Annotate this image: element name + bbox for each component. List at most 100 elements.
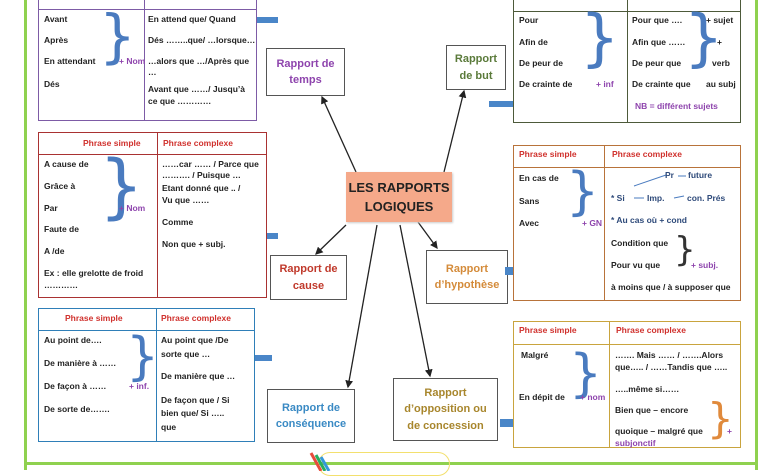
hypothese-simple-2: Avec: [519, 218, 540, 228]
center-title-line1: LES RAPPORTS: [348, 179, 450, 195]
page-frame-bottom: [24, 462, 758, 465]
node-temps-line1: Rapport de: [276, 57, 335, 70]
hypothese-complexe-6: Condition que: [611, 238, 669, 248]
but-note: NB = différent sujets: [635, 101, 718, 111]
consequence-complexe-0: Au point que /De: [161, 335, 229, 345]
hypothese-complexe-0: Pr: [665, 170, 674, 180]
temps-complexe-2: …alors que …/Après que: [148, 56, 250, 66]
cause-header-simple: Phrase simple: [83, 138, 141, 148]
cause-simple-6: …………: [44, 280, 78, 290]
node-temps-line2: temps: [289, 74, 322, 86]
page-frame-left: [24, 0, 27, 470]
node-but-line1: Rapport: [454, 53, 498, 65]
opposition-complexe-0: ……. Mais …… / …….Alors: [615, 350, 724, 360]
hypothese-simple-0: En cas de: [519, 173, 559, 183]
consequence-complexe-2: De manière que …: [161, 371, 236, 381]
but-complexe-3: De crainte que: [632, 79, 691, 89]
node-opposition-line3: de concession: [407, 419, 484, 432]
cause-simple-3: Faute de: [44, 224, 79, 234]
opposition-complexe-6: subjonctif: [615, 438, 656, 448]
hypothese-header-simple: Phrase simple: [519, 149, 577, 159]
brace-icon: }: [580, 1, 620, 74]
consequence-simple-0: Au point de….: [44, 335, 102, 345]
hypothese-complexe-2: * Si: [611, 193, 625, 203]
temps-simple-1: Après: [44, 35, 69, 45]
hypothese-complexe-3: Imp.: [647, 193, 665, 203]
temps-simple-2: En attendant: [44, 56, 96, 66]
but-simple-3: De crainte de: [519, 79, 573, 89]
cause-simple-1: Grâce à: [44, 181, 76, 191]
consequence-complexe-3: De façon que / Si: [161, 395, 230, 405]
but-simple-2: De peur de: [519, 58, 563, 68]
brace-icon: }: [566, 162, 600, 222]
hypothese-complexe-7: Pour vu que: [611, 260, 661, 270]
node-consequence-line2: conséquence: [275, 418, 347, 430]
brace-icon: }: [126, 327, 160, 387]
cause-simple-5: Ex : elle grelotte de froid: [44, 268, 144, 278]
cause-complexe-0: ……car …… / Parce que: [162, 159, 259, 169]
temps-simple-suffix: + Nom: [119, 56, 146, 66]
hypothese-header-complexe: Phrase complexe: [612, 149, 682, 159]
node-opposition: Rapport d’opposition ou de concession: [393, 378, 498, 441]
center-title-line2: LOGIQUES: [364, 199, 434, 214]
consequence-simple-3: De sorte de…….: [44, 404, 110, 414]
node-opposition-line1: Rapport: [424, 386, 467, 399]
opposition-simple-0: Malgré: [521, 350, 549, 360]
temps-complexe-3: …: [148, 67, 157, 77]
cause-complexe-4: Comme: [162, 217, 194, 227]
node-opposition-line2: d’opposition ou: [404, 403, 487, 416]
cause-complexe-2: Etant donné que .. /: [162, 183, 241, 193]
temps-complexe-4: Avant que ……/ Jusqu’à: [148, 84, 245, 94]
link-consequence: [345, 224, 378, 389]
consequence-header-simple: Phrase simple: [65, 313, 123, 323]
hypothese-complexe-5: * Au cas où + cond: [611, 215, 687, 225]
opposition-complexe-5: +: [727, 426, 732, 436]
but-simple-0: Pour: [519, 15, 539, 25]
brace-icon: }: [569, 344, 603, 404]
node-consequence-line1: Rapport de: [281, 401, 341, 414]
hypothese-simple-1: Sans: [519, 196, 540, 206]
hypothese-complexe-9: à moins que / à supposer que: [611, 282, 731, 292]
opposition-complexe-1: que….. / ……Tandis que …..: [615, 362, 728, 372]
link-temps: [321, 95, 357, 173]
cause-complexe-3: Vu que ……: [162, 195, 210, 205]
but-complexe-suffix-2: verb: [712, 58, 730, 68]
opposition-complexe-4: quoique – malgré que: [615, 426, 703, 436]
link-opposition: [399, 224, 433, 378]
opposition-header-complexe: Phrase complexe: [616, 325, 686, 335]
but-complexe-0: Pour que ….: [632, 15, 683, 25]
opposition-simple-1: En dépit de: [519, 392, 565, 402]
consequence-header-complexe: Phrase complexe: [161, 313, 231, 323]
table-temps: Avant Après En attendant Dés } + Nom En …: [38, 0, 257, 121]
but-complexe-1: Afin que ……: [632, 37, 686, 47]
link-hypothese: [417, 221, 438, 250]
node-hypothese-line1: Rapport: [445, 262, 489, 275]
tense-arrows-icon: [633, 174, 686, 199]
cause-complexe-1: ………. / Puisque …: [162, 170, 241, 180]
brace-icon: }: [99, 145, 144, 227]
node-hypothese: Rapport d’hypothèse: [426, 250, 508, 304]
consequence-simple-2: De façon à ……: [44, 381, 107, 391]
node-hypothese-line2: d’hypothèse: [434, 279, 500, 291]
opposition-simple-suffix: + nom: [580, 392, 606, 402]
brace-icon: }: [99, 2, 136, 70]
hypothese-complexe-8: + subj.: [691, 260, 719, 270]
pencils-icon: [309, 452, 331, 471]
temps-simple-0: Avant: [44, 14, 68, 24]
center-title: LES RAPPORTS LOGIQUES: [346, 172, 452, 222]
node-temps: Rapport de temps: [266, 48, 345, 96]
temps-complexe-5: ce que …………: [148, 96, 212, 106]
node-consequence: Rapport de conséquence: [267, 389, 355, 443]
table-opposition: Phrase simple Phrase complexe Malgré En …: [513, 321, 741, 448]
cause-simple-2: Par: [44, 203, 58, 213]
table-consequence: Phrase simple Phrase complexe Au point d…: [38, 308, 255, 442]
table-cause: Phrase simple Phrase complexe A cause de…: [38, 132, 267, 298]
brace-icon: }: [674, 230, 696, 270]
hypothese-complexe-1: future: [688, 170, 713, 180]
but-simple-1: Afin de: [519, 37, 548, 47]
opposition-complexe-3: Bien que – encore: [615, 405, 689, 415]
opposition-complexe-2: …..même si……: [615, 384, 680, 394]
cause-simple-0: A cause de: [44, 159, 89, 169]
cause-header-complexe: Phrase complexe: [163, 138, 233, 148]
